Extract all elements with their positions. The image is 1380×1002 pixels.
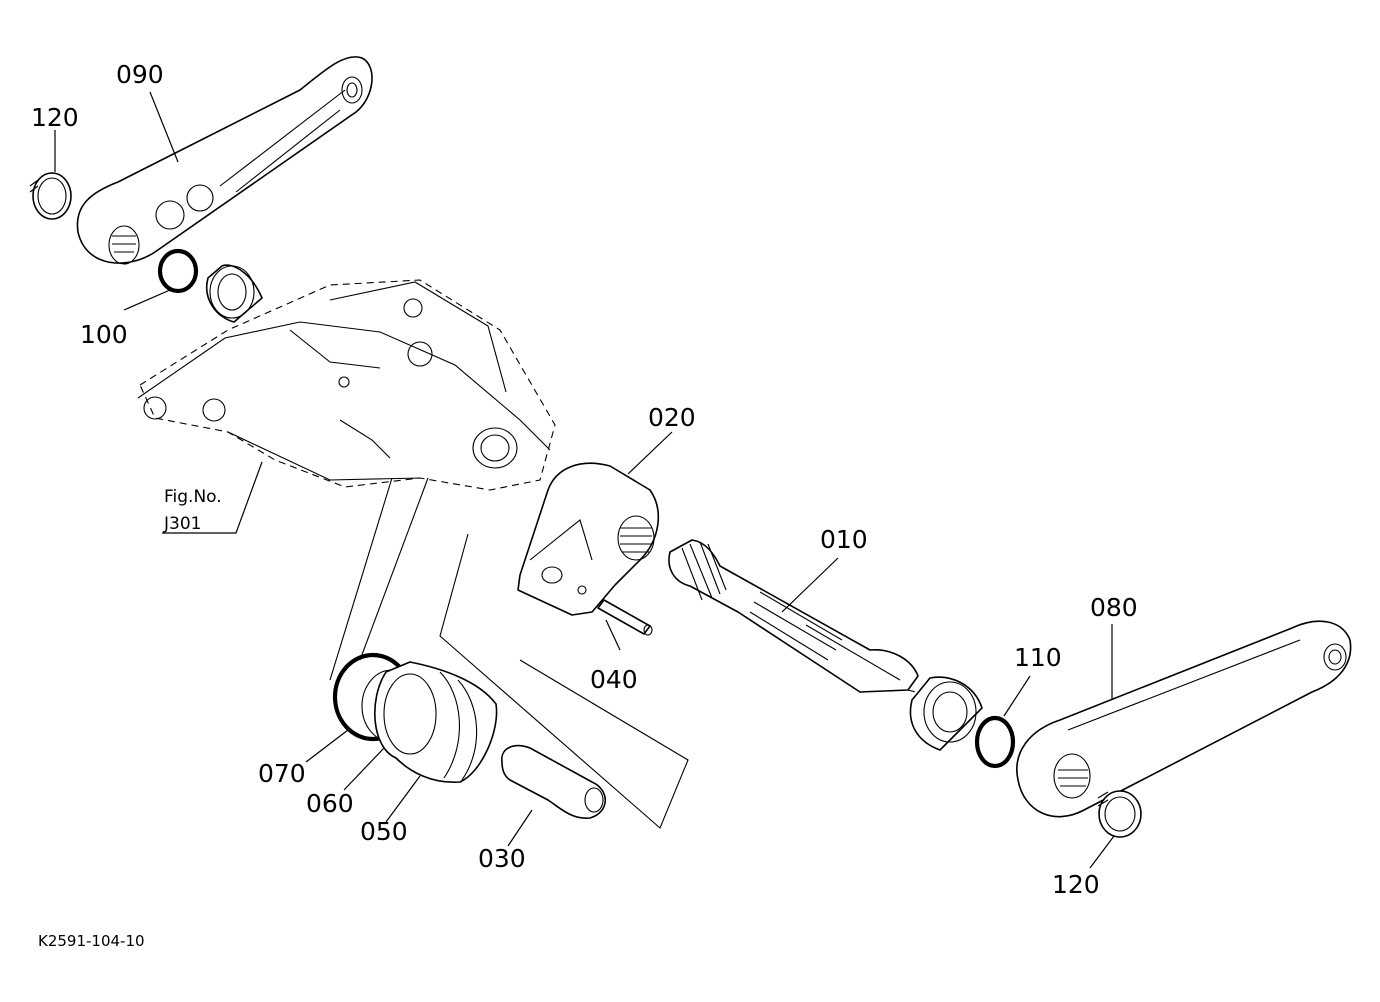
callout-120-top: 120	[31, 103, 79, 132]
callout-120-bottom: 120	[1052, 870, 1100, 899]
splined-shaft-010	[668, 539, 946, 701]
callout-100: 100	[80, 320, 128, 349]
callout-050: 050	[360, 817, 408, 846]
fig-ref-leader	[162, 461, 263, 534]
callout-040: 040	[590, 665, 638, 694]
snap-ring-120-bottom	[1097, 790, 1142, 838]
bushing-upper	[205, 264, 263, 323]
pin-040	[597, 599, 653, 636]
lift-crank-020	[517, 462, 660, 616]
lift-arm-080	[1016, 620, 1352, 818]
drawing-code: K2591-104-10	[38, 932, 145, 950]
hydraulic-housing	[137, 279, 556, 491]
linkage-outline	[439, 533, 689, 829]
snap-ring-120-top	[29, 172, 72, 220]
callout-110: 110	[1014, 643, 1062, 672]
o-ring-100	[157, 248, 199, 294]
piston-050	[374, 661, 498, 783]
fig-ref-line1: Fig.No.	[164, 487, 222, 507]
lift-arm-090	[76, 56, 373, 265]
fig-ref-line2: J301	[163, 514, 201, 534]
callout-030: 030	[478, 844, 526, 873]
callout-010: 010	[820, 525, 868, 554]
callout-070: 070	[258, 759, 306, 788]
piston-rod-030	[501, 744, 607, 819]
bushing-lower	[909, 676, 983, 751]
callout-060: 060	[306, 789, 354, 818]
callout-020: 020	[648, 403, 696, 432]
housing-to-piston-lines	[329, 477, 429, 681]
callout-080: 080	[1090, 593, 1138, 622]
callout-090: 090	[116, 60, 164, 89]
leader-lines	[54, 91, 1115, 869]
o-ring-110	[974, 715, 1016, 769]
